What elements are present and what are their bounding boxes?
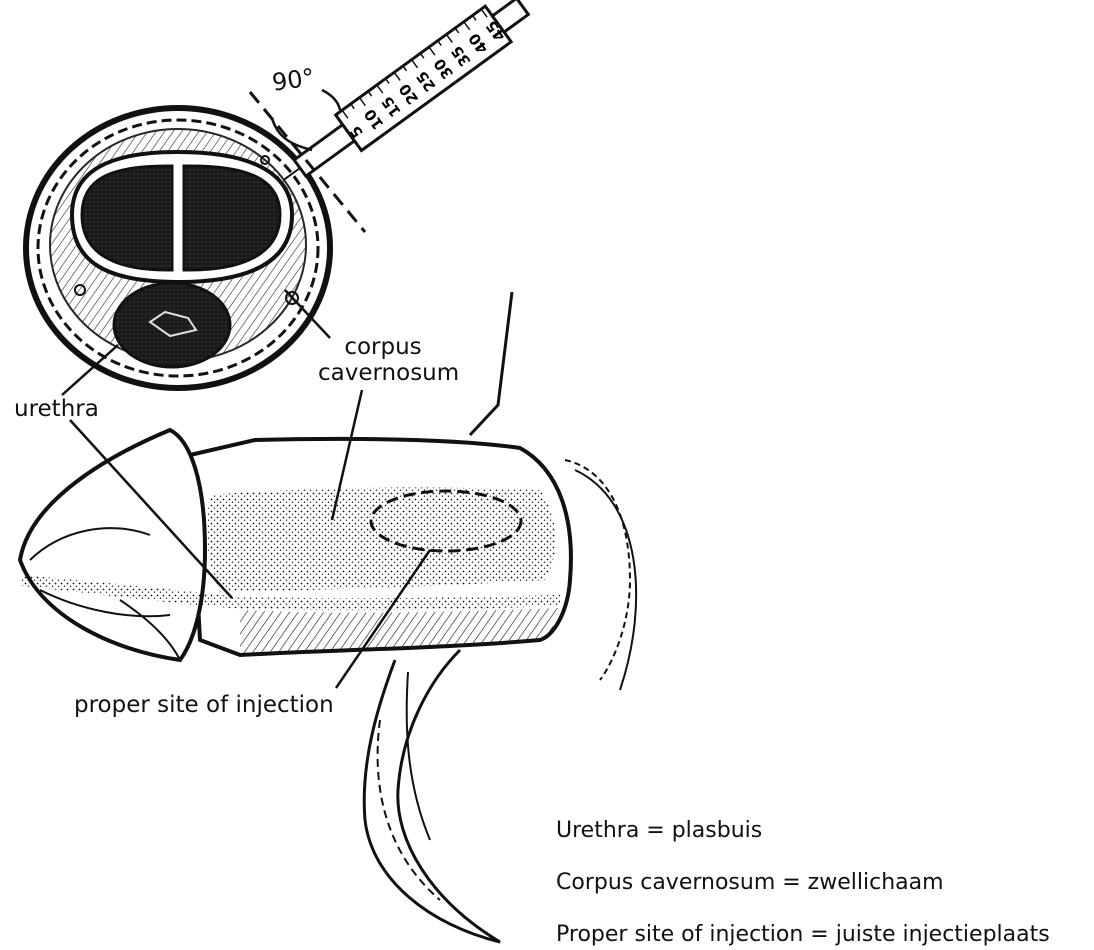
legend-corpus-cavernosum: Corpus cavernosum = zwellichaam: [556, 868, 1050, 920]
corpus-label-line1: corpus: [318, 334, 448, 360]
urethra-section: [114, 283, 230, 367]
angle-label: 90°: [270, 63, 316, 97]
corpus-cavernosum-label: corpus cavernosum: [318, 334, 448, 386]
cross-section: [26, 108, 330, 388]
injection-site-label: proper site of injection: [74, 692, 334, 718]
legend-urethra: Urethra = plasbuis: [556, 816, 1050, 868]
corpus-label-line2: cavernosum: [318, 360, 448, 386]
legend: Urethra = plasbuis Corpus cavernosum = z…: [556, 816, 1050, 950]
legend-injection-site: Proper site of injection = juiste inject…: [556, 920, 1050, 950]
side-view: [20, 292, 636, 942]
urethra-label: urethra: [14, 396, 99, 422]
scrotum: [364, 650, 500, 942]
